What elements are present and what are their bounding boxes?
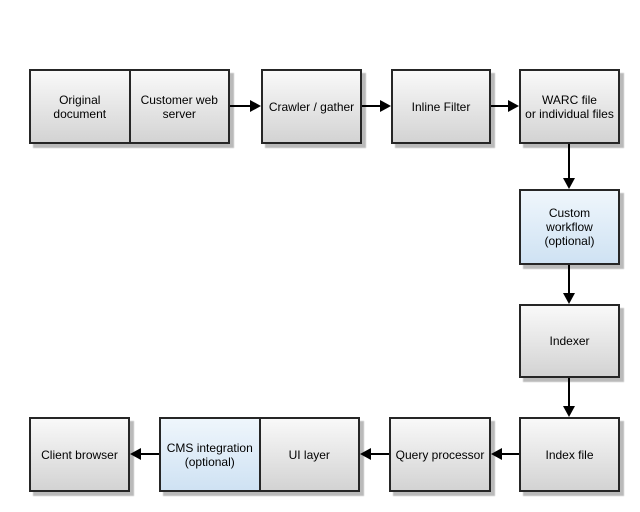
arrow-shaft — [501, 453, 519, 455]
node-custom-workflow: Custom workflow (optional) — [519, 189, 620, 265]
arrow-head-icon — [360, 448, 371, 460]
node-warc-file: WARC file or individual files — [519, 69, 620, 144]
node-label-query-processor: Query processor — [395, 447, 485, 462]
arrow-warc-file-to-custom-workflow — [563, 144, 575, 189]
arrow-shaft — [568, 144, 570, 179]
node-label-ui-layer: UI layer — [288, 447, 330, 462]
arrow-indexer-to-index-file — [563, 378, 575, 417]
arrow-shaft — [230, 105, 251, 107]
arrow-cms-integration-to-client-browser — [130, 448, 159, 460]
arrow-head-icon — [508, 100, 519, 112]
arrow-inline-filter-to-warc-file — [491, 100, 519, 112]
arrow-shaft — [568, 378, 570, 407]
node-label-indexer: Indexer — [549, 334, 590, 348]
node-label-index-file: Index file — [545, 447, 594, 462]
node-label-cms-integration: CMS integration (optional) — [166, 440, 253, 469]
arrow-index-file-to-query-processor — [491, 448, 519, 460]
node-original-document: Original document — [31, 71, 129, 142]
arrow-head-icon — [380, 100, 391, 112]
arrow-head-icon — [491, 448, 502, 460]
arrow-custom-workflow-to-indexer — [563, 265, 575, 304]
node-query-processor: Query processor — [389, 417, 491, 492]
arrow-head-icon — [250, 100, 261, 112]
node-label-custom-workflow: Custom workflow (optional) — [544, 206, 595, 248]
arrow-customer-web-server-to-crawler-gather — [230, 100, 261, 112]
arrow-shaft — [491, 105, 509, 107]
node-ui-layer: UI layer — [258, 419, 358, 490]
node-label-customer-web-server: Customer web server — [140, 92, 218, 121]
node-customer-web-server: Customer web server — [128, 71, 228, 142]
node-label-inline-filter: Inline Filter — [411, 99, 471, 114]
node-label-crawler-gather: Crawler / gather — [268, 99, 355, 114]
node-label-warc-file: WARC file or individual files — [525, 92, 614, 121]
arrow-head-icon — [563, 178, 575, 189]
node-index-file: Index file — [519, 417, 620, 492]
arrow-head-icon — [130, 448, 141, 460]
node-client-browser: Client browser — [29, 417, 130, 492]
node-group-presentation: CMS integration (optional) UI layer — [159, 417, 360, 492]
arrow-query-processor-to-ui-layer — [360, 448, 389, 460]
node-label-client-browser: Client browser — [41, 447, 118, 462]
arrow-shaft — [370, 453, 389, 455]
arrow-crawler-gather-to-inline-filter — [362, 100, 391, 112]
node-indexer: Indexer — [519, 304, 620, 378]
arrow-shaft — [140, 453, 159, 455]
arrow-shaft — [362, 105, 381, 107]
arrow-shaft — [568, 265, 570, 294]
node-label-original-document: Original document — [53, 92, 107, 121]
node-crawler-gather: Crawler / gather — [261, 69, 362, 144]
arrow-head-icon — [563, 406, 575, 417]
node-cms-integration: CMS integration (optional) — [161, 419, 259, 490]
arrow-head-icon — [563, 293, 575, 304]
node-group-source: Original document Customer web server — [29, 69, 230, 144]
node-inline-filter: Inline Filter — [391, 69, 491, 144]
